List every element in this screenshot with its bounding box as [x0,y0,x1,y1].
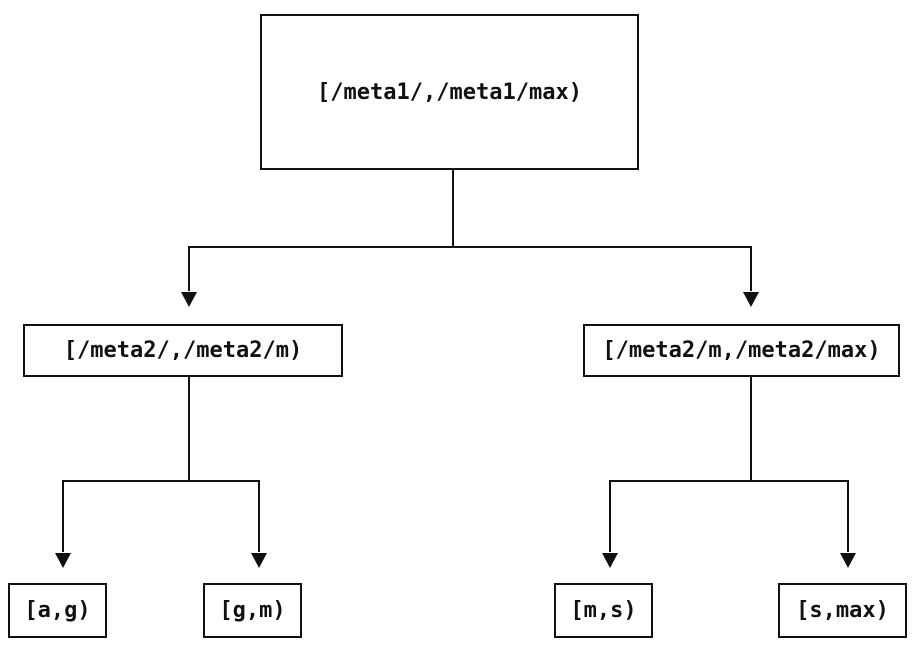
node-meta2-upper-range: [/meta2/m,/meta2/max) [583,324,900,377]
node-meta2-lower-range: [/meta2/,/meta2/m) [23,324,343,377]
edge-to-leaf-m-s [609,480,611,552]
arrowhead-leaf-m-s-icon [602,553,618,568]
node-leaf-m-s: [m,s) [554,583,653,638]
edge-right-crossbar [609,480,849,482]
node-label: [/meta1/,/meta1/max) [317,79,582,105]
edge-to-leaf-s-max [847,480,849,552]
arrowhead-left-child-icon [181,292,197,307]
node-label: [/meta2/,/meta2/m) [63,338,303,363]
edge-to-left-child [188,246,190,291]
arrowhead-leaf-g-m-icon [251,553,267,568]
edge-root-stem [452,170,454,247]
edge-left-child-stem [188,377,190,482]
node-leaf-s-max: [s,max) [778,583,907,638]
arrowhead-right-child-icon [743,292,759,307]
edge-to-leaf-g-m [258,480,260,552]
edge-level1-crossbar [189,246,752,248]
edge-right-child-stem [750,377,752,482]
edge-left-crossbar [62,480,260,482]
node-label: [/meta2/m,/meta2/max) [602,338,881,363]
node-label: [m,s) [570,598,637,623]
node-root-meta1-range: [/meta1/,/meta1/max) [260,14,639,170]
node-label: [a,g) [24,598,91,623]
node-label: [g,m) [219,598,286,623]
node-leaf-g-m: [g,m) [203,583,302,638]
arrowhead-leaf-s-max-icon [840,553,856,568]
arrowhead-leaf-a-g-icon [55,553,71,568]
node-label: [s,max) [796,598,889,623]
node-leaf-a-g: [a,g) [8,583,107,638]
edge-to-right-child [750,246,752,291]
edge-to-leaf-a-g [62,480,64,552]
